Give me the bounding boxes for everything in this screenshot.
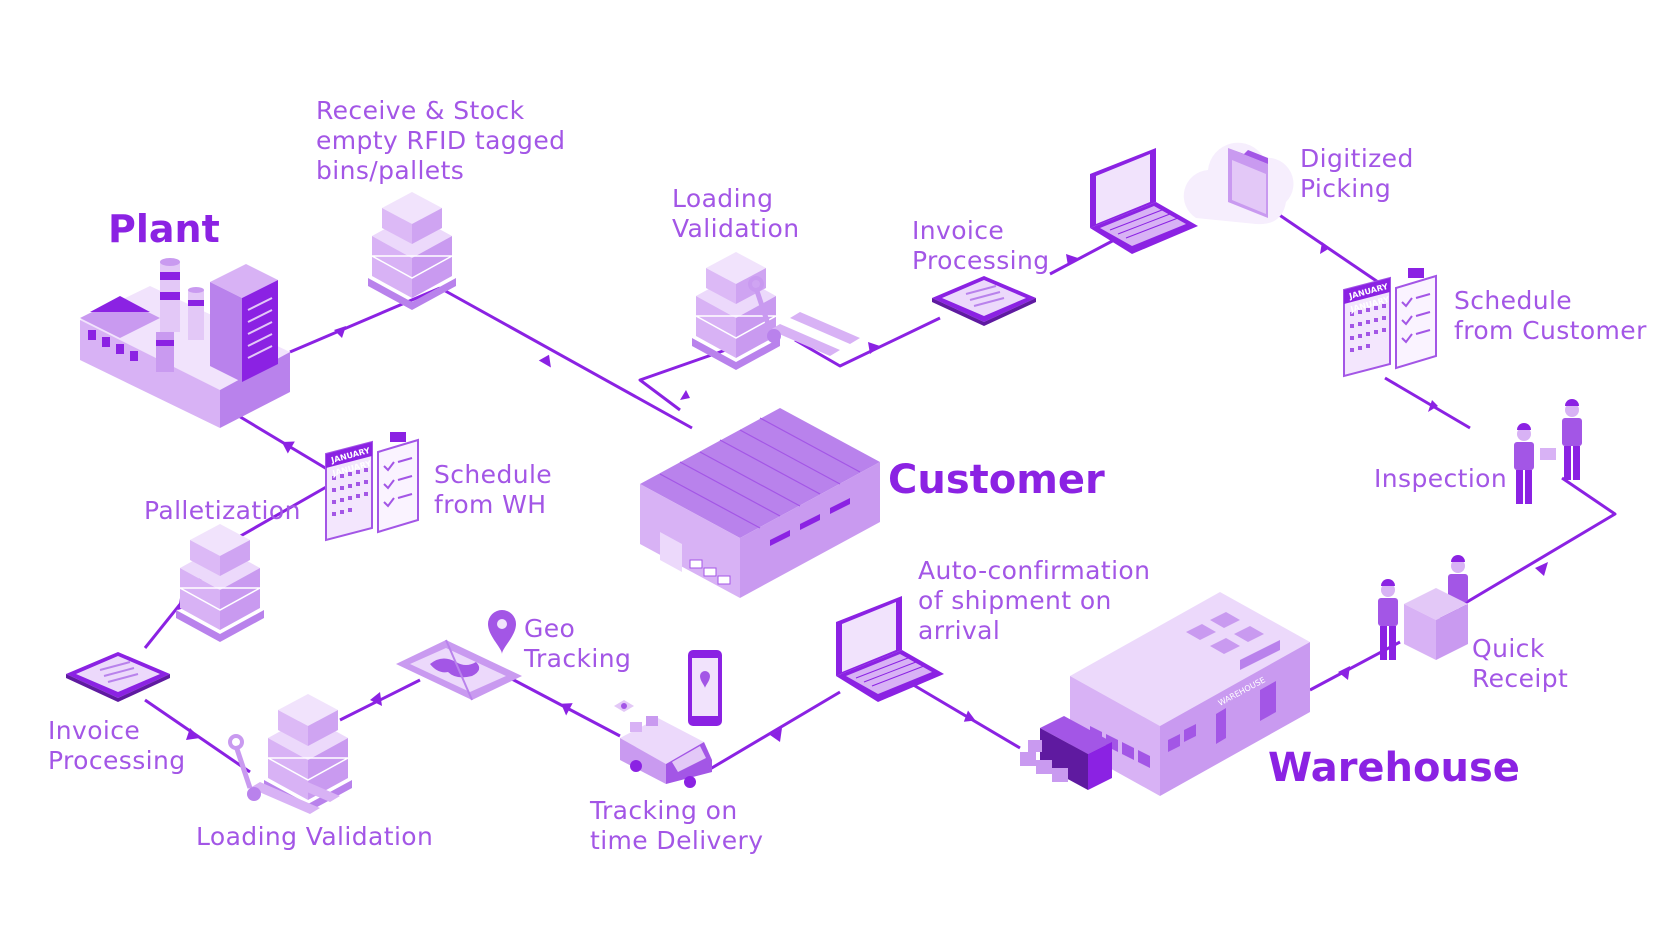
customer-title: Customer	[888, 457, 1105, 503]
flow-customer-to-receive	[439, 286, 693, 430]
pallet-jack-icon	[750, 278, 860, 356]
worker-icon	[1514, 399, 1582, 504]
worker-icon	[1378, 555, 1468, 660]
boxes-pallet-icon	[367, 191, 457, 311]
warehouse-title: Warehouse	[1268, 745, 1520, 791]
map-pin-icon	[488, 610, 516, 654]
container-icon	[1020, 716, 1112, 790]
label-auto-confirmation: Auto-confirmation of shipment on arrival	[918, 556, 1151, 645]
laptop-icon	[1089, 147, 1199, 255]
customer-building-icon	[640, 408, 880, 598]
flow-arrows	[178, 242, 1548, 742]
label-invoice-processing-bottom: Invoice Processing	[48, 716, 186, 775]
cloud-folder-icon	[1183, 142, 1294, 225]
boxes-pallet-icon	[175, 523, 265, 643]
map-icon	[396, 639, 522, 701]
plant-title: Plant	[108, 207, 220, 251]
label-loading-validation-top: Loading Validation	[672, 184, 800, 243]
label-invoice-processing-top: Invoice Processing	[912, 216, 1050, 275]
label-digitized-picking: Digitized Picking	[1300, 144, 1414, 203]
label-receive-stock: Receive & Stock empty RFID tagged bins/p…	[316, 96, 566, 185]
smartphone-icon	[688, 650, 722, 726]
label-schedule-customer: Schedule from Customer	[1454, 286, 1647, 345]
label-quick-receipt: Quick Receipt	[1472, 634, 1569, 693]
location-badge-icon	[614, 700, 634, 712]
delivery-van-icon	[620, 716, 712, 788]
tablet-icon	[65, 651, 171, 703]
label-geo-tracking: Geo Tracking	[524, 614, 632, 673]
label-loading-validation-bottom: Loading Validation	[196, 822, 434, 851]
label-palletization: Palletization	[144, 496, 301, 525]
boxes-pallet-icon	[691, 251, 781, 371]
calendar-icon	[1343, 267, 1437, 377]
label-inspection: Inspection	[1374, 464, 1508, 493]
factory-icon	[80, 258, 290, 428]
warehouse-building-icon: WAREHOUSE	[1070, 592, 1310, 796]
calendar-icon	[325, 431, 419, 541]
label-tracking-delivery: Tracking on time Delivery	[590, 796, 764, 855]
label-schedule-wh: Schedule from WH	[434, 460, 553, 519]
tablet-icon	[931, 275, 1037, 327]
